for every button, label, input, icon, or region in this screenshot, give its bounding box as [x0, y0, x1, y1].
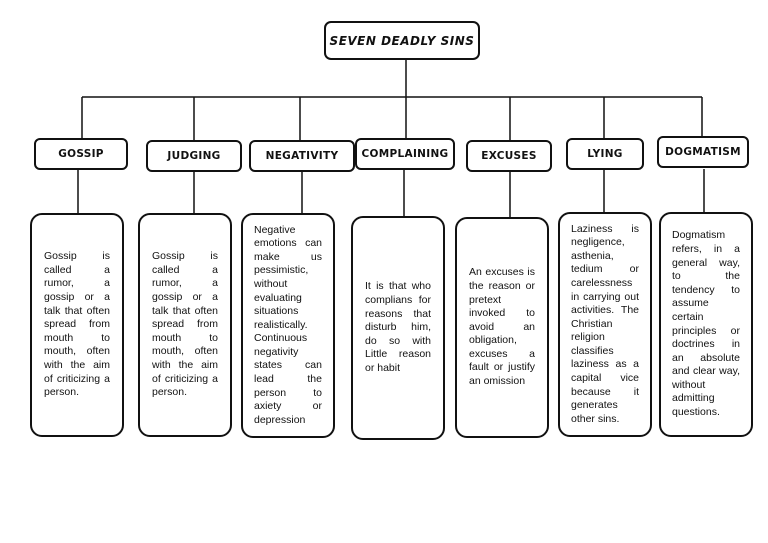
sin-label: JUDGING	[167, 150, 221, 162]
sin-box-negativity: NEGATIVITY	[249, 140, 355, 172]
description-box-gossip: Gossip is called a rumor, a gossip or a …	[30, 213, 124, 437]
sin-label: COMPLAINING	[361, 148, 449, 160]
description-box-dogmatism: Dogmatism refers, in a general way, to t…	[659, 212, 753, 437]
sin-label: DOGMATISM	[665, 146, 741, 158]
sin-box-lying: LYING	[566, 138, 644, 170]
sin-box-dogmatism: DOGMATISM	[657, 136, 749, 168]
description-text: Dogmatism refers, in a general way, to t…	[672, 229, 740, 419]
title-box: SEVEN DEADLY SINS	[324, 21, 480, 60]
sin-box-gossip: GOSSIP	[34, 138, 128, 170]
sin-box-complaining: COMPLAINING	[355, 138, 455, 170]
sin-label: LYING	[587, 148, 623, 160]
diagram-title: SEVEN DEADLY SINS	[329, 33, 475, 48]
sin-label: NEGATIVITY	[265, 150, 339, 162]
sin-label: EXCUSES	[481, 150, 537, 162]
description-text: It is that who complians for reasons tha…	[365, 280, 431, 374]
description-box-negativity: Negative emotions can make us pessimisti…	[241, 213, 335, 438]
description-text: Negative emotions can make us pessimisti…	[254, 223, 322, 426]
description-text: Laziness is negligence, asthenia, tedium…	[571, 222, 639, 425]
description-text: Gossip is called a rumor, a gossip or a …	[44, 250, 110, 399]
description-box-complaining: It is that who complians for reasons tha…	[351, 216, 445, 440]
description-text: Gossip is called a rumor, a gossip or a …	[152, 250, 218, 399]
description-text: An excuses is the reason or pretext invo…	[469, 266, 535, 388]
description-box-lying: Laziness is negligence, asthenia, tedium…	[558, 212, 652, 437]
description-box-excuses: An excuses is the reason or pretext invo…	[455, 217, 549, 438]
sin-label: GOSSIP	[58, 148, 104, 160]
sin-box-excuses: EXCUSES	[466, 140, 552, 172]
description-box-judging: Gossip is called a rumor, a gossip or a …	[138, 213, 232, 437]
sin-box-judging: JUDGING	[146, 140, 242, 172]
